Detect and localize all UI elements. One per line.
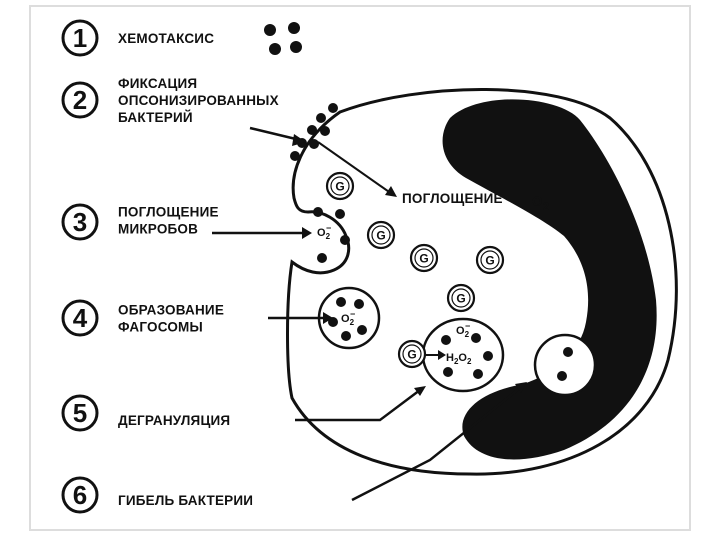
step-number: 5 — [73, 398, 87, 428]
step-label-line: ОБРАЗОВАНИЕ — [118, 303, 224, 318]
step-label-line: ХЕМОТАКСИС — [118, 31, 214, 46]
degranulation-vacuole: O2− H2O2 — [423, 319, 503, 391]
granule-letter: G — [485, 254, 494, 268]
nucleus — [443, 99, 657, 459]
step-6: 6 ГИБЕЛЬ БАКТЕРИИ — [63, 478, 253, 512]
step-label-line: МИКРОБОВ — [118, 222, 198, 237]
granule: G — [368, 222, 394, 248]
arrow-step-2 — [250, 128, 300, 140]
step-number: 3 — [73, 207, 87, 237]
step-3: 3 ПОГЛОЩЕНИЕ МИКРОБОВ — [63, 205, 219, 240]
step-label-line: ДЕГРАНУЛЯЦИЯ — [118, 413, 230, 428]
step-label-line: ГИБЕЛЬ БАКТЕРИИ — [118, 493, 253, 508]
step-number: 6 — [73, 480, 87, 510]
granule: G — [477, 247, 503, 273]
arrowhead-step-3 — [302, 227, 312, 239]
granule: G — [399, 341, 425, 367]
step-list: 1 ХЕМОТАКСИС 2 ФИКСАЦИЯ ОПСОНИЗИРОВАННЫХ БАКТ… — [63, 21, 279, 512]
granule-letter: G — [335, 180, 344, 194]
arrow-step-5 — [295, 390, 420, 420]
o2-uptake-label: ПОГЛОЩЕНИЕ — [402, 191, 503, 206]
granule-letter: G — [407, 348, 416, 362]
granule-letter: G — [456, 292, 465, 306]
step-label-line: ФАГОСОМЫ — [118, 320, 203, 335]
killed-bacteria-vacuole — [535, 335, 595, 395]
step-number: 1 — [73, 23, 87, 53]
step-label-line: ФИКСАЦИЯ — [118, 76, 197, 91]
granule-letter: G — [419, 252, 428, 266]
granule-letter: G — [376, 229, 385, 243]
step-number: 2 — [73, 85, 87, 115]
step-1: 1 ХЕМОТАКСИС — [63, 21, 214, 55]
granule: G — [327, 173, 353, 199]
granule: G — [411, 245, 437, 271]
step-label-line: ПОГЛОЩЕНИЕ — [118, 205, 219, 220]
step-label-line: БАКТЕРИЙ — [118, 110, 193, 125]
superoxide-label-3: O2− — [317, 223, 331, 241]
step-number: 4 — [73, 303, 88, 333]
step-4: 4 ОБРАЗОВАНИЕ ФАГОСОМЫ — [63, 301, 224, 335]
chemotaxis-bacteria — [264, 22, 302, 55]
granule: G — [448, 285, 474, 311]
opsonized-bacteria — [290, 103, 338, 161]
step-label-line: ОПСОНИЗИРОВАННЫХ — [118, 93, 279, 108]
step-2: 2 ФИКСАЦИЯ ОПСОНИЗИРОВАННЫХ БАКТЕРИЙ — [63, 76, 279, 125]
